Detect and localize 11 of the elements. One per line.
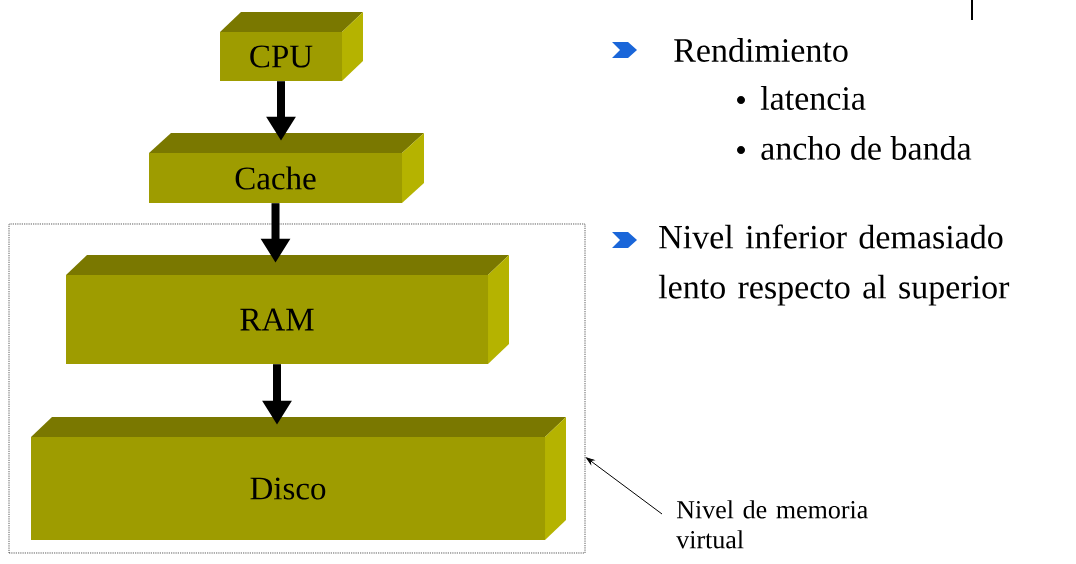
bullet-text: Rendimiento — [674, 38, 848, 62]
block: Disco — [31, 417, 566, 540]
annotation-text: Nivel de memoria virtual — [676, 500, 868, 549]
bullet-text: Nivel inferior demasiado lento respecto al superior — [658, 224, 1010, 306]
bullet-text: ancho de banda — [761, 136, 972, 160]
block: RAM — [66, 255, 509, 364]
block: Cache — [149, 133, 424, 203]
bullet-text: latencia — [760, 86, 866, 110]
block: CPU — [220, 12, 363, 81]
dotted-frame — [8, 223, 586, 554]
leader-line — [586, 457, 663, 515]
